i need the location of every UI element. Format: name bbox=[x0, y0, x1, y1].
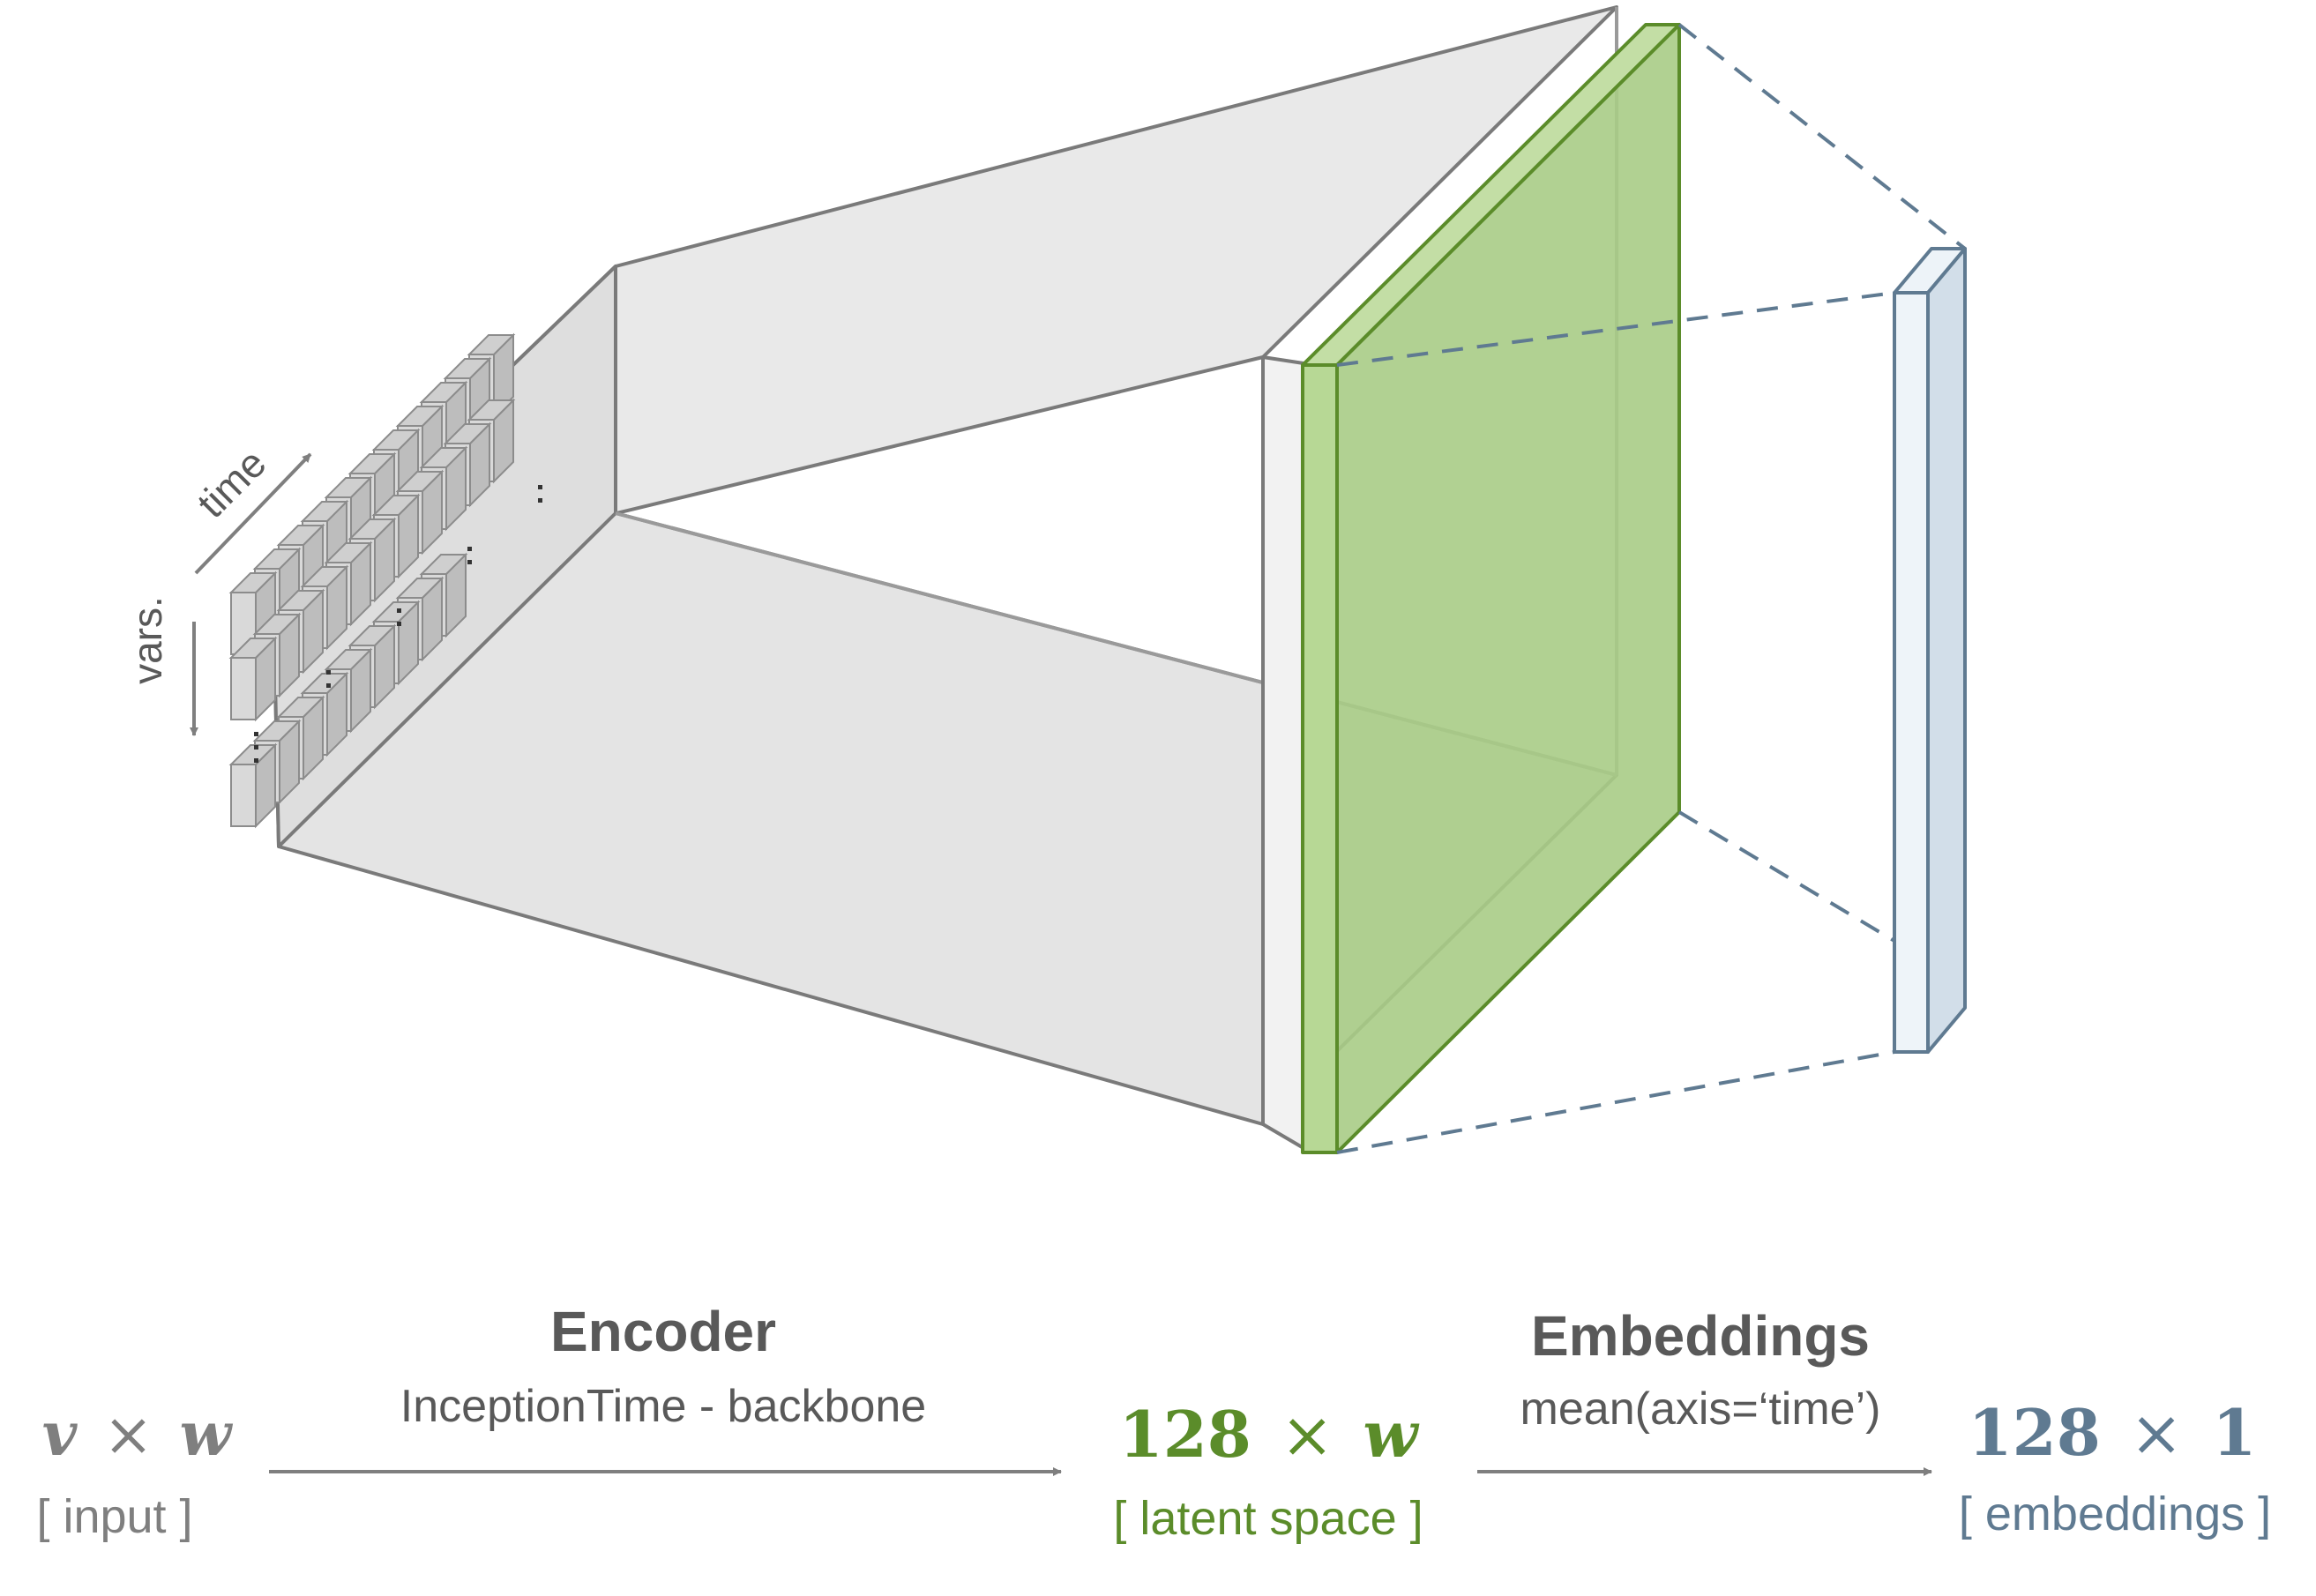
time-axis-arrow bbox=[194, 452, 312, 575]
projection-lines bbox=[1336, 23, 1967, 1154]
ellipsis-dot bbox=[326, 683, 331, 688]
ellipsis-dot bbox=[397, 608, 401, 613]
embedding-bar-side bbox=[1926, 247, 1967, 1054]
output-dim-1: 1 bbox=[2212, 1395, 2256, 1470]
latent-dim-w: w bbox=[1363, 1397, 1420, 1472]
latent-caption: [ latent space ] bbox=[1113, 1492, 1423, 1545]
input-cell bbox=[230, 657, 257, 720]
ellipsis-dot bbox=[254, 732, 258, 736]
input-row-3 bbox=[228, 552, 468, 829]
output-dim-128: 128 bbox=[1969, 1395, 2101, 1470]
ellipsis-dot bbox=[397, 622, 401, 626]
latent-dims: 128 × w bbox=[1119, 1397, 1421, 1472]
vars-axis-label: vars. bbox=[124, 596, 170, 684]
time-axis-label: time bbox=[188, 440, 274, 526]
input-grid bbox=[228, 332, 542, 829]
encoder-subtitle: InceptionTime - backbone bbox=[400, 1381, 926, 1432]
output-times-sign: × bbox=[2130, 1396, 2183, 1470]
ellipsis-dot bbox=[538, 485, 542, 489]
embedding-bar bbox=[1893, 247, 1967, 1054]
ellipsis-dot bbox=[538, 498, 542, 503]
encoder-title: Encoder bbox=[550, 1300, 776, 1363]
projection-line-top-back bbox=[1677, 23, 1967, 250]
latent-dim-128: 128 bbox=[1119, 1397, 1251, 1472]
latent-slab bbox=[1301, 23, 1681, 1154]
ellipsis-dot bbox=[254, 745, 258, 750]
embedding-bar-front bbox=[1893, 291, 1930, 1054]
input-dims: v × w bbox=[42, 1399, 234, 1470]
output-dims: 128 × 1 bbox=[1969, 1395, 2257, 1470]
input-times-sign: × bbox=[103, 1400, 153, 1470]
projection-line-top-front bbox=[1336, 291, 1895, 367]
latent-times-sign: × bbox=[1281, 1398, 1334, 1472]
input-dim-v: v bbox=[42, 1399, 78, 1470]
input-row-2 bbox=[228, 398, 516, 722]
input-caption: [ input ] bbox=[36, 1490, 192, 1543]
ellipsis-dot bbox=[467, 560, 472, 564]
embeddings-title: Embeddings bbox=[1531, 1304, 1870, 1368]
output-caption: [ embeddings ] bbox=[1959, 1488, 2271, 1540]
frustum-end-plate bbox=[1261, 355, 1305, 1150]
latent-slab-front bbox=[1301, 363, 1339, 1154]
ellipsis-dot bbox=[254, 758, 258, 763]
ellipsis-dot bbox=[467, 547, 472, 551]
embeddings-subtitle: mean(axis=‘time’) bbox=[1520, 1383, 1881, 1435]
projection-line-bottom-back bbox=[1677, 810, 1967, 985]
ellipsis-dot bbox=[326, 670, 331, 675]
projection-line-bottom-front bbox=[1336, 1050, 1895, 1154]
input-cell bbox=[230, 764, 257, 827]
input-dim-w: w bbox=[180, 1399, 234, 1470]
